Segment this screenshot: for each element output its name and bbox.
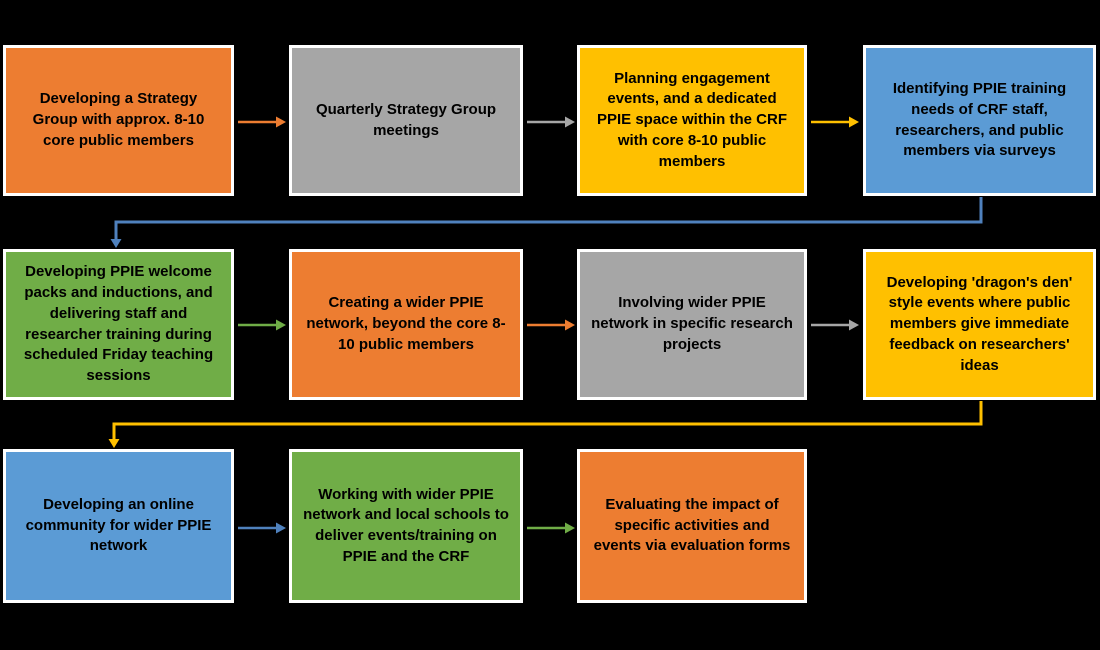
flow-box-quarterly-meetings: Quarterly Strategy Group meetings <box>289 45 523 196</box>
arrow-box10-box11 <box>527 522 575 534</box>
arrow-box1-box2 <box>238 116 286 128</box>
flow-box-wider-network: Creating a wider PPIE network, beyond th… <box>289 249 523 400</box>
arrow-box3-box4 <box>811 116 859 128</box>
flow-box-dragons-den: Developing 'dragon's den' style events w… <box>863 249 1096 400</box>
flow-box-evaluation: Evaluating the impact of specific activi… <box>577 449 807 603</box>
arrow-box7-box8 <box>811 319 859 331</box>
flow-box-training-needs: Identifying PPIE training needs of CRF s… <box>863 45 1096 196</box>
flow-box-welcome-packs: Developing PPIE welcome packs and induct… <box>3 249 234 400</box>
flow-box-schools-events: Working with wider PPIE network and loca… <box>289 449 523 603</box>
flow-box-online-community: Developing an online community for wider… <box>3 449 234 603</box>
arrow-box4-box5 <box>110 197 983 248</box>
arrow-box8-box9 <box>108 401 983 448</box>
arrow-box2-box3 <box>527 116 575 128</box>
arrow-box5-box6 <box>238 319 286 331</box>
flow-box-research-projects: Involving wider PPIE network in specific… <box>577 249 807 400</box>
flow-box-strategy-group: Developing a Strategy Group with approx.… <box>3 45 234 196</box>
arrow-box6-box7 <box>527 319 575 331</box>
arrow-box9-box10 <box>238 522 286 534</box>
flow-box-planning-engagement: Planning engagement events, and a dedica… <box>577 45 807 196</box>
